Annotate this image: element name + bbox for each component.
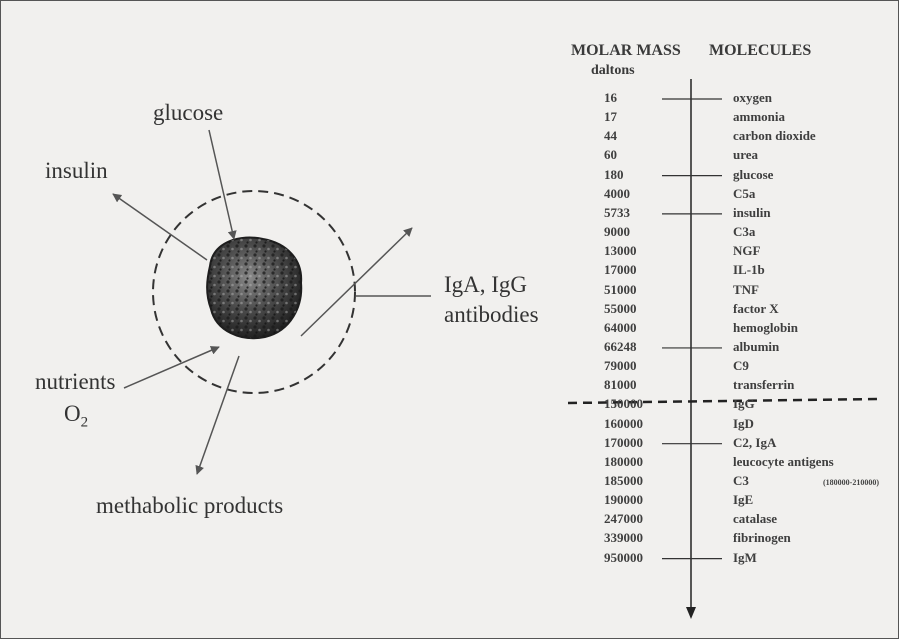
molecule-name: C9: [733, 358, 749, 374]
molar-mass-value: 190000: [604, 492, 643, 508]
molar-mass-value: 247000: [604, 511, 643, 527]
molar-mass-value: 81000: [604, 377, 637, 393]
table-row: 51000 TNF: [1, 282, 899, 301]
daltons-unit-label: daltons: [591, 63, 635, 79]
table-row: 190000 IgE: [1, 492, 899, 511]
molar-mass-value: 66248: [604, 339, 637, 355]
molecule-name: insulin: [733, 205, 771, 221]
molar-mass-value: 17000: [604, 262, 637, 278]
molar-mass-value: 64000: [604, 320, 637, 336]
table-row: 5733 insulin: [1, 205, 899, 224]
molar-mass-value: 13000: [604, 243, 637, 259]
mass-scale-arrowhead: [686, 607, 696, 619]
molar-mass-value: 5733: [604, 205, 630, 221]
table-row: 44 carbon dioxide: [1, 128, 899, 147]
molar-mass-value: 160000: [604, 416, 643, 432]
molar-mass-value: 180: [604, 167, 624, 183]
molecule-name: ammonia: [733, 109, 785, 125]
table-row: 950000 IgM: [1, 550, 899, 569]
molar-mass-value: 60: [604, 147, 617, 163]
table-row: 16 oxygen: [1, 90, 899, 109]
molecule-name: C2, IgA: [733, 435, 776, 451]
molecule-name: C3a: [733, 224, 755, 240]
molar-mass-value: 185000: [604, 473, 643, 489]
molecule-name: transferrin: [733, 377, 794, 393]
molar-mass-value: 9000: [604, 224, 630, 240]
molar-mass-value: 4000: [604, 186, 630, 202]
molecule-name: IgD: [733, 416, 754, 432]
table-row: 180 glucose: [1, 167, 899, 186]
molecule-name: IL-1b: [733, 262, 765, 278]
molecule-name: leucocyte antigens: [733, 454, 834, 470]
molecule-range-note: (180000-210000): [823, 478, 879, 487]
molecule-name: oxygen: [733, 90, 772, 106]
molecule-name: C5a: [733, 186, 755, 202]
molar-mass-value: 950000: [604, 550, 643, 566]
table-row: 81000 transferrin: [1, 377, 899, 396]
molar-mass-value: 55000: [604, 301, 637, 317]
molecule-name: IgM: [733, 550, 757, 566]
table-row: 17 ammonia: [1, 109, 899, 128]
table-row: 247000 catalase: [1, 511, 899, 530]
table-row: 13000 NGF: [1, 243, 899, 262]
molecule-name: fibrinogen: [733, 530, 791, 546]
molecule-name: factor X: [733, 301, 779, 317]
molecule-name: IgE: [733, 492, 753, 508]
table-row: 180000 leucocyte antigens: [1, 454, 899, 473]
molecule-name: urea: [733, 147, 758, 163]
molar-mass-value: 16: [604, 90, 617, 106]
molecule-name: catalase: [733, 511, 777, 527]
table-row: 60 urea: [1, 147, 899, 166]
table-row: 55000 factor X: [1, 301, 899, 320]
molecule-name: hemoglobin: [733, 320, 798, 336]
molar-mass-value: 51000: [604, 282, 637, 298]
molecule-name: TNF: [733, 282, 759, 298]
table-row: 4000 C5a: [1, 186, 899, 205]
molecule-name: carbon dioxide: [733, 128, 816, 144]
table-row: 339000 fibrinogen: [1, 530, 899, 549]
molecules-header: MOLECULES: [709, 42, 811, 60]
molar-mass-value: 339000: [604, 530, 643, 546]
table-row: 66248 albumin: [1, 339, 899, 358]
table-row: 64000 hemoglobin: [1, 320, 899, 339]
table-row: 79000 C9: [1, 358, 899, 377]
table-row: 185000 C3 (180000-210000): [1, 473, 899, 492]
molar-mass-header: MOLAR MASS: [571, 42, 681, 60]
molar-mass-value: 180000: [604, 454, 643, 470]
molecule-name: albumin: [733, 339, 779, 355]
table-row: 9000 C3a: [1, 224, 899, 243]
molecule-name: C3: [733, 473, 749, 489]
molar-mass-value: 44: [604, 128, 617, 144]
table-row: 150000 IgG: [1, 396, 899, 415]
table-row: 170000 C2, IgA: [1, 435, 899, 454]
molecule-name: glucose: [733, 167, 773, 183]
molar-mass-value: 170000: [604, 435, 643, 451]
molar-mass-value: 17: [604, 109, 617, 125]
molecule-name: NGF: [733, 243, 760, 259]
table-row: 160000 IgD: [1, 416, 899, 435]
molar-mass-value: 79000: [604, 358, 637, 374]
table-row: 17000 IL-1b: [1, 262, 899, 281]
molecule-name: IgG: [733, 396, 755, 412]
molar-mass-value: 150000: [604, 396, 643, 412]
